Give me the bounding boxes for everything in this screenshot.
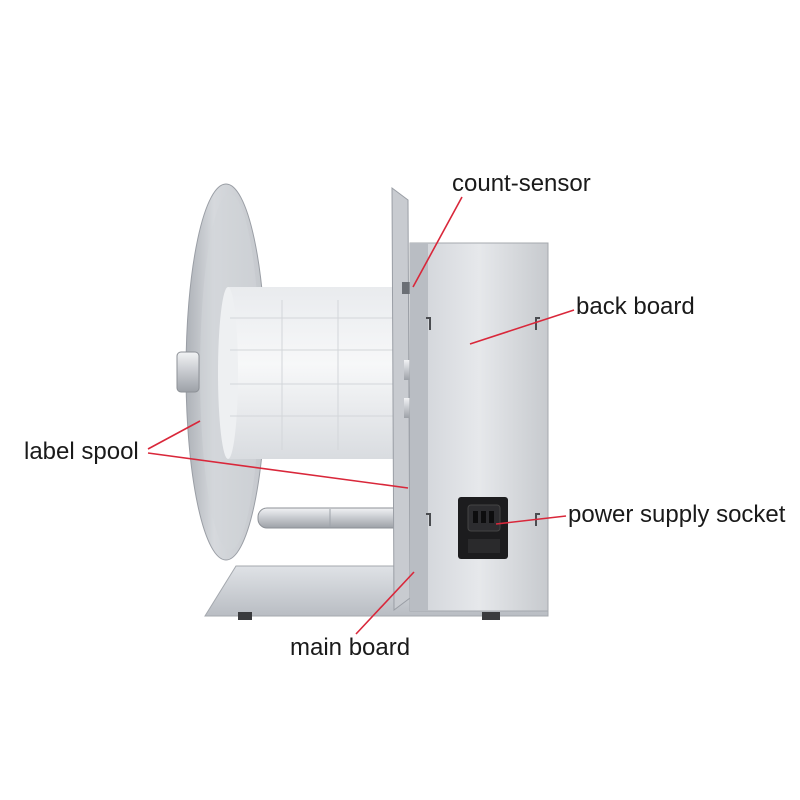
- leader-lines: [147, 196, 575, 635]
- label-roll: [218, 287, 403, 459]
- guide-rod: [257, 507, 405, 529]
- count-sensor-label: count-sensor: [452, 170, 591, 197]
- power-supply-socket-label: power supply socket: [568, 501, 786, 528]
- leader-power-socket: [495, 515, 567, 525]
- label-spool-label: label spool: [24, 438, 139, 465]
- leader-back-board: [469, 309, 575, 345]
- leader-label-spool-upper: [147, 420, 201, 450]
- spool-shaft: [176, 351, 200, 393]
- main-board-label: main board: [290, 634, 411, 661]
- leader-count-sensor: [412, 196, 463, 288]
- back-board-label: back board: [576, 293, 695, 320]
- leader-main-board: [355, 571, 415, 635]
- power-socket: [458, 497, 508, 559]
- leader-label-spool-lower: [147, 452, 409, 489]
